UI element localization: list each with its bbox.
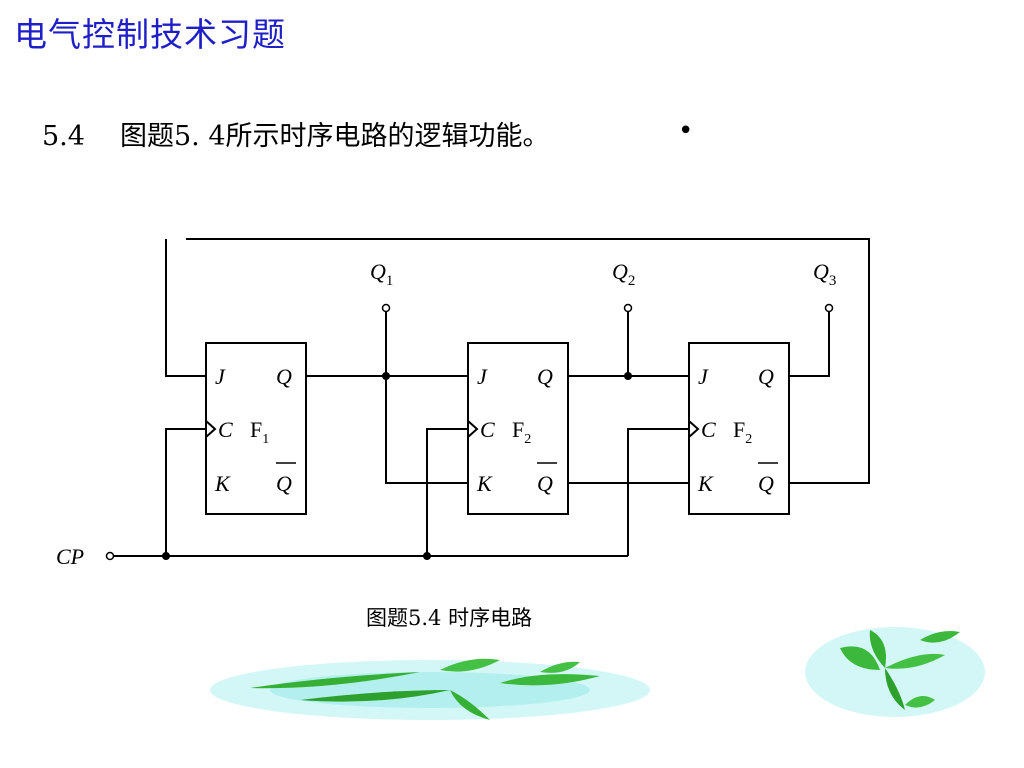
svg-text:K: K <box>697 471 714 496</box>
svg-text:C: C <box>701 417 716 442</box>
flip-flop-1: J Q C F1 K Q <box>205 342 307 515</box>
svg-text:Q: Q <box>537 471 553 496</box>
junction-dots <box>162 372 632 560</box>
svg-text:K: K <box>476 471 493 496</box>
svg-text:C: C <box>218 417 233 442</box>
svg-text:J: J <box>698 364 709 389</box>
svg-text:J: J <box>215 364 226 389</box>
output-label-q3: Q3 <box>813 259 836 289</box>
svg-text:F2: F2 <box>512 417 531 447</box>
flip-flop-2: J Q C F2 K Q <box>467 342 569 515</box>
svg-text:Q: Q <box>276 364 292 389</box>
figure-caption: 图题5.4 时序电路 <box>366 606 533 630</box>
svg-text:J: J <box>477 364 488 389</box>
svg-text:F2: F2 <box>733 417 752 447</box>
svg-text:K: K <box>214 471 231 496</box>
problem-number: 5.4 <box>42 121 85 152</box>
output-label-q1: Q1 <box>370 259 393 289</box>
flip-flop-3: J Q C F2 K Q <box>688 342 790 515</box>
svg-text:C: C <box>480 417 495 442</box>
svg-text:Q: Q <box>276 471 292 496</box>
slide-title: 电气控制技术习题 <box>14 15 286 54</box>
svg-text:F1: F1 <box>250 417 269 447</box>
svg-text:Q: Q <box>537 364 553 389</box>
output-terminals <box>105 303 834 561</box>
bullet-dot: • <box>678 116 694 146</box>
problem-statement: 5.4 图题5. 4所示时序电路的逻辑功能。 <box>42 114 550 153</box>
problem-text: 图题5. 4所示时序电路的逻辑功能。 <box>120 121 550 152</box>
output-label-q2: Q2 <box>612 259 635 289</box>
bamboo-leaves-icon <box>210 627 985 720</box>
svg-text:Q: Q <box>758 471 774 496</box>
svg-text:Q: Q <box>758 364 774 389</box>
clock-label: CP <box>56 544 84 569</box>
